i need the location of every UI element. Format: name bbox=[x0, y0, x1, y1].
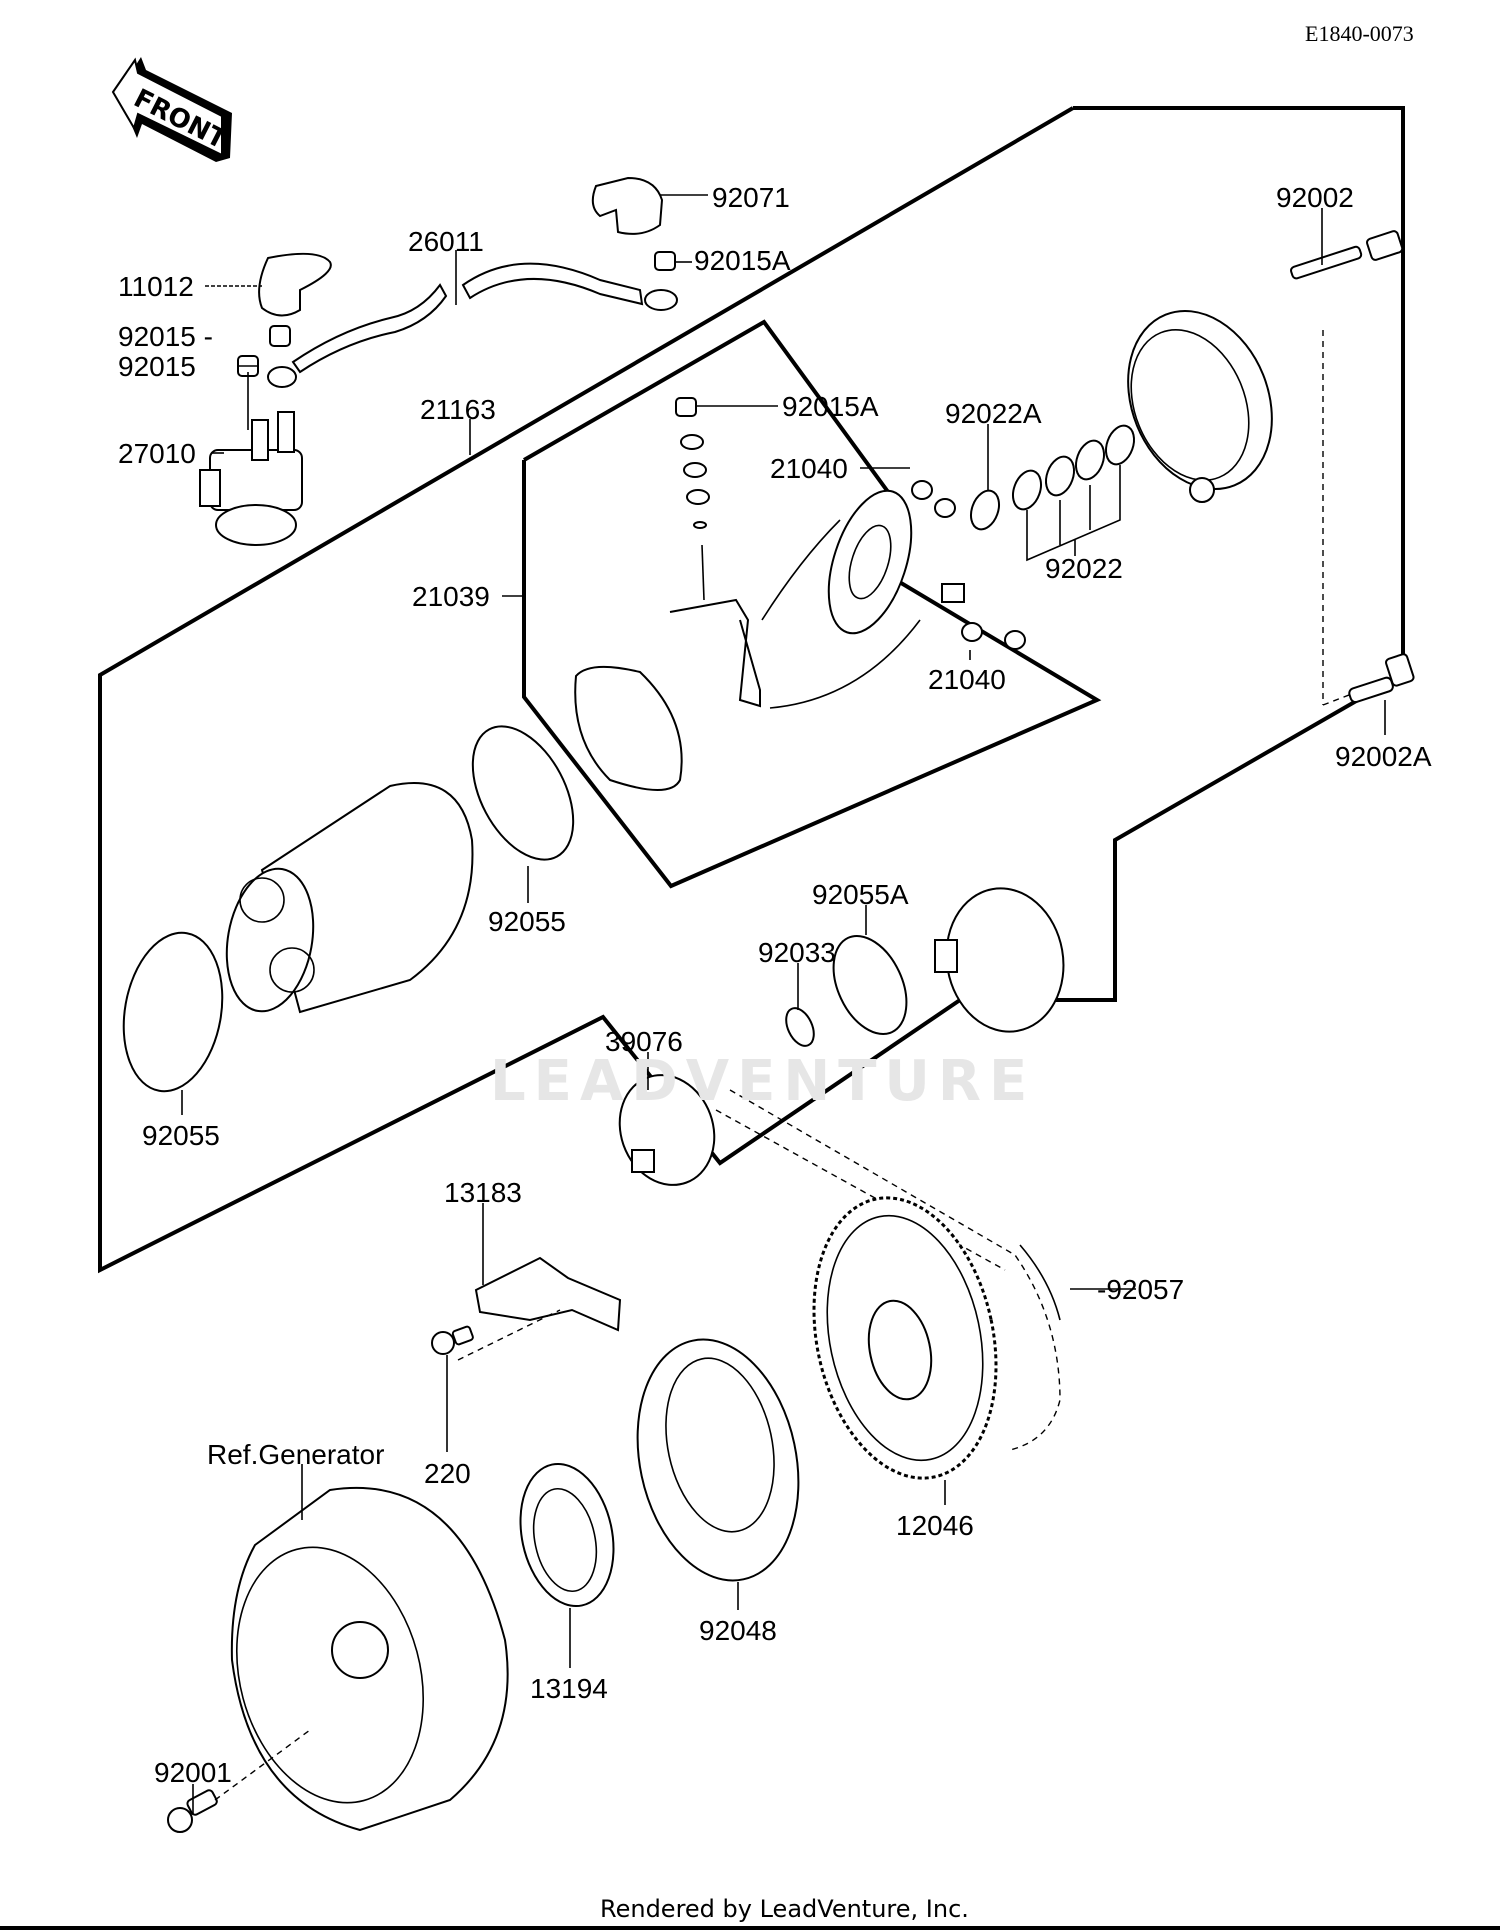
callout-92055-left[interactable]: 92055 bbox=[142, 1120, 220, 1151]
circlip-92033 bbox=[785, 1007, 815, 1047]
callout-92015-a[interactable]: 92015 - bbox=[118, 321, 213, 352]
bolt-92002A bbox=[1348, 653, 1415, 704]
callout-92015A-mid[interactable]: 92015A bbox=[782, 391, 879, 422]
washer-stack bbox=[680, 434, 710, 601]
callout-26011[interactable]: 26011 bbox=[408, 226, 484, 257]
callout-21040-top[interactable]: 21040 bbox=[770, 453, 848, 484]
callout-92001[interactable]: 92001 bbox=[154, 1757, 232, 1788]
callout-11012[interactable]: 11012 bbox=[118, 271, 194, 302]
front-cover bbox=[934, 887, 1065, 1033]
end-cover bbox=[1127, 309, 1273, 503]
callout-21039[interactable]: 21039 bbox=[412, 581, 490, 612]
callout-92002A[interactable]: 92002A bbox=[1335, 741, 1432, 772]
callout-92055A[interactable]: 92055A bbox=[812, 879, 909, 910]
leader-lines bbox=[181, 194, 1386, 1815]
assembly-frame-21039 bbox=[522, 319, 1102, 889]
callout-12046[interactable]: 12046 bbox=[896, 1510, 974, 1541]
one-way-clutch-13194 bbox=[519, 1462, 615, 1608]
cable-26011 bbox=[267, 262, 678, 388]
o-ring-92055A bbox=[832, 934, 908, 1036]
drawing-code: E1840-0073 bbox=[1305, 21, 1414, 46]
brush-holder-21039 bbox=[574, 480, 1026, 791]
footer-credit: Rendered by LeadVenture, Inc. bbox=[600, 1895, 969, 1923]
plate-guide-line bbox=[457, 1309, 561, 1361]
callout-92022[interactable]: 92022 bbox=[1045, 553, 1123, 584]
starter-yoke bbox=[225, 782, 474, 1014]
callout-92015A-top[interactable]: 92015A bbox=[694, 245, 791, 276]
bolt-92002 bbox=[1290, 230, 1404, 706]
callout-27010[interactable]: 27010 bbox=[118, 438, 196, 469]
callout-ref-generator[interactable]: Ref.Generator bbox=[207, 1439, 384, 1470]
watermark: LEADVENTURE bbox=[490, 1049, 1035, 1114]
callout-92002[interactable]: 92002 bbox=[1276, 182, 1354, 213]
o-ring-92055-mid bbox=[471, 725, 575, 861]
starter-clutch-39076 bbox=[618, 1074, 716, 1186]
callout-13183[interactable]: 13183 bbox=[444, 1177, 522, 1208]
washers-92022 bbox=[969, 424, 1136, 531]
terminal-cap-92071 bbox=[591, 176, 664, 235]
callout-92055-mid[interactable]: 92055 bbox=[488, 906, 566, 937]
callout-92022A[interactable]: 92022A bbox=[945, 398, 1042, 429]
callout-92057[interactable]: -92057 bbox=[1097, 1274, 1184, 1305]
bolt-92001 bbox=[167, 1729, 311, 1833]
sprocket-12046 bbox=[812, 1196, 998, 1480]
clutch-hub-92048 bbox=[636, 1338, 800, 1582]
callout-220[interactable]: 220 bbox=[424, 1458, 471, 1489]
callout-92015-b[interactable]: 92015 bbox=[118, 351, 196, 382]
callout-39076[interactable]: 39076 bbox=[605, 1026, 683, 1057]
callout-13194[interactable]: 13194 bbox=[530, 1673, 608, 1704]
o-ring-92055-left bbox=[122, 931, 224, 1093]
nut-92015A bbox=[654, 251, 697, 417]
callout-21163[interactable]: 21163 bbox=[420, 394, 496, 425]
terminal-cap-11012 bbox=[258, 252, 332, 317]
callout-92033[interactable]: 92033 bbox=[758, 937, 836, 968]
plate-13183 bbox=[474, 1256, 622, 1332]
callout-21040-bottom[interactable]: 21040 bbox=[928, 664, 1006, 695]
callout-92071[interactable]: 92071 bbox=[712, 182, 790, 213]
screw-220 bbox=[431, 1325, 474, 1355]
front-arrow-icon: FRONT bbox=[111, 57, 232, 162]
starter-relay-27010 bbox=[199, 411, 303, 546]
callout-92048[interactable]: 92048 bbox=[699, 1615, 777, 1646]
generator-rotor bbox=[230, 1486, 509, 1832]
